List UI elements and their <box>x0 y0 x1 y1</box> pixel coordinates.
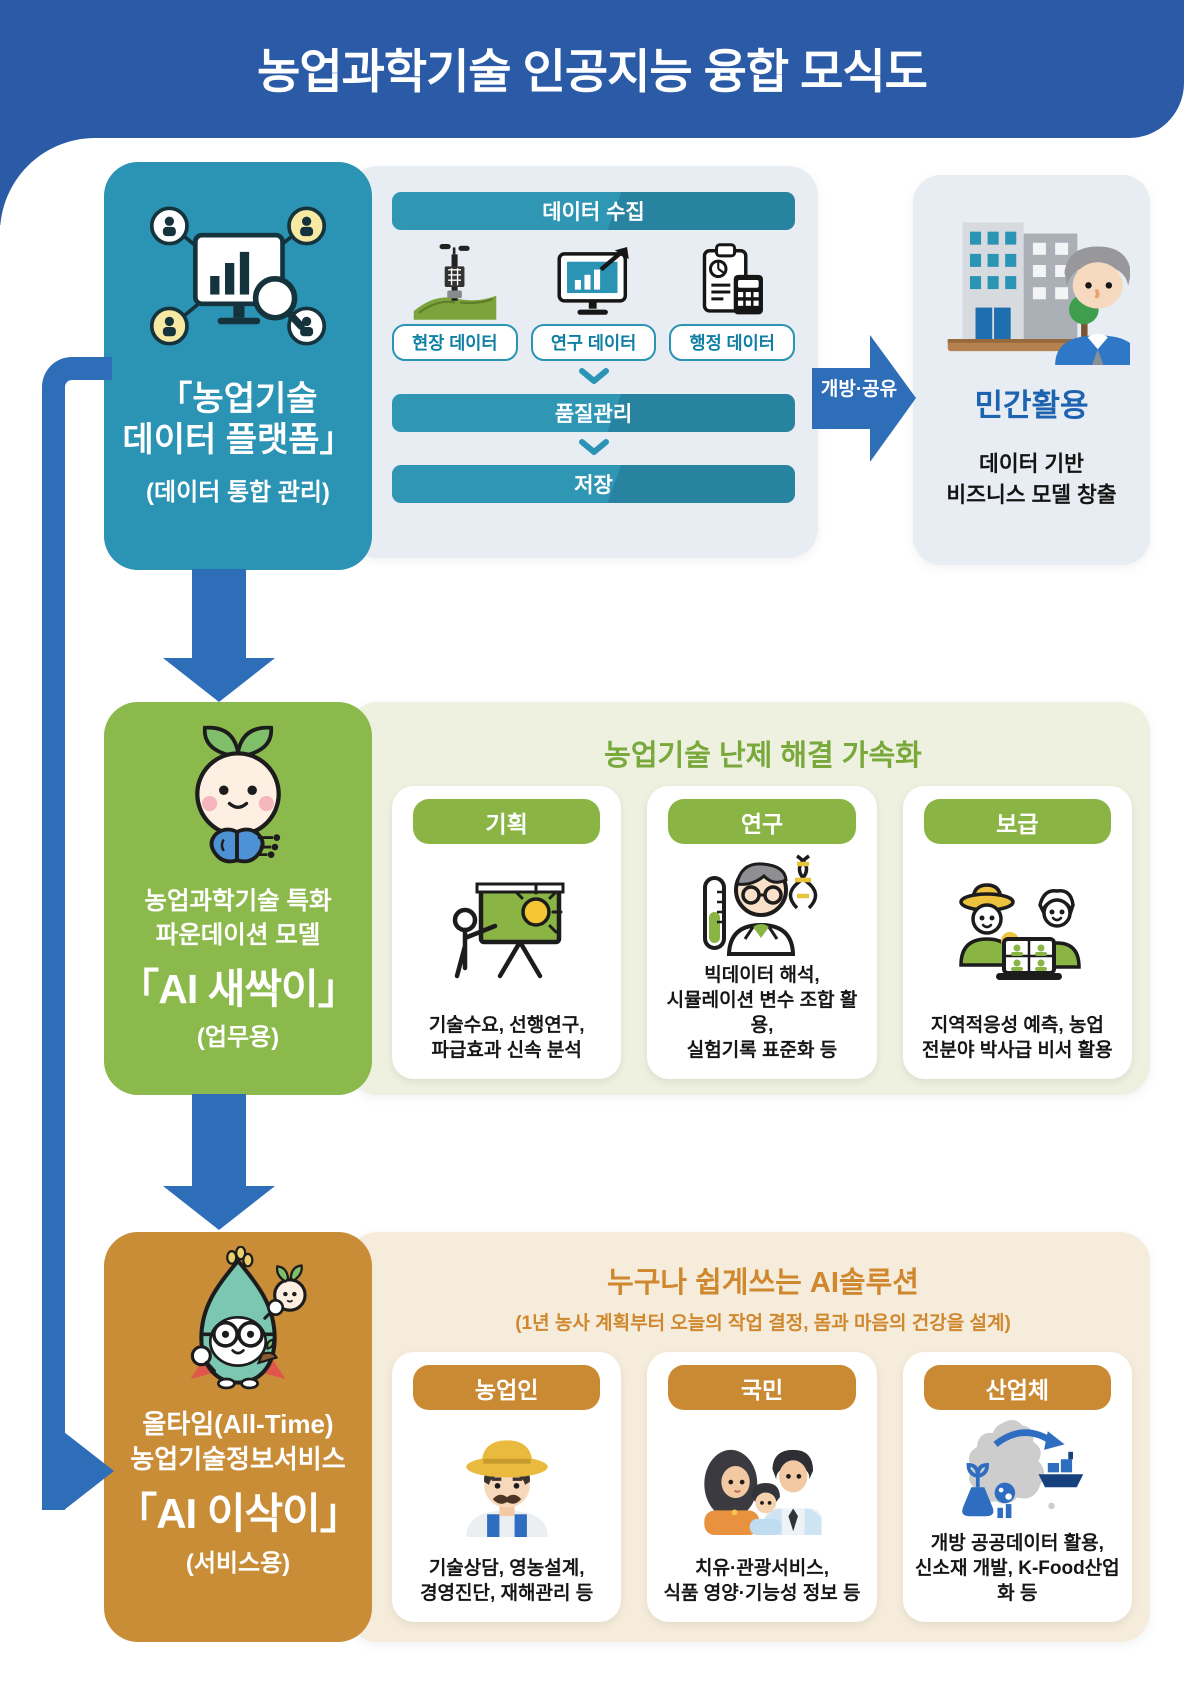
ai-saessagi-box: 농업과학기술 특화 파운데이션 모델 「AI 새싹이」 (업무용) <box>104 702 372 1095</box>
chevron-down-icon <box>392 368 795 388</box>
private-use-description: 데이터 기반 비즈니스 모델 창출 <box>946 452 1117 507</box>
card-text: 빅데이터 해석, 시뮬레이션 변수 조합 활용, 실험기록 표준화 등 <box>666 964 858 1061</box>
saessagi-box-name: 「AI 새싹이」 <box>118 965 359 1012</box>
saessagi-panel-title: 농업기술 난제 해결 가속화 <box>604 740 922 772</box>
card-header: 농업인 <box>413 1365 601 1410</box>
research-monitor-icon <box>550 238 638 320</box>
presentation-icon <box>447 844 567 1013</box>
share-arrow-icon <box>812 335 916 462</box>
data-platform-box: 「농업기술 데이터 플랫폼」 (데이터 통합 관리) <box>104 162 372 570</box>
field-sensor-icon <box>412 238 498 320</box>
isagi-panel: 누구나 쉽게쓰는 AI솔루션 (1년 농사 계획부터 오늘의 작업 결정, 몸과… <box>348 1232 1150 1642</box>
title-banner: 농업과학기술 인공지능 융합 모식도 <box>0 0 1184 138</box>
building-person-icon <box>934 215 1140 370</box>
platform-subtitle: (데이터 통합 관리) <box>146 478 330 506</box>
saessagi-panel: 농업기술 난제 해결 가속화 기획 기술수요, 선행연구, 파급효과 신속 분석 <box>348 702 1150 1095</box>
flow-step-quality: 품질관리 <box>392 394 795 432</box>
alltime-mascot-icon <box>162 1245 314 1399</box>
saessagi-box-usage: (업무용) <box>196 1023 280 1051</box>
card-farmer: 농업인 <box>392 1352 622 1622</box>
data-source-label: 연구 데이터 <box>530 324 657 361</box>
card-header: 연구 <box>668 799 856 844</box>
card-industry: 산업체 <box>902 1352 1132 1622</box>
data-source-label: 행정 데이터 <box>669 324 796 361</box>
isagi-box-usage: (서비스용) <box>185 1549 291 1577</box>
connector-elbow <box>42 357 112 1510</box>
family-icon <box>691 1410 833 1556</box>
advisory-icon <box>947 844 1087 1013</box>
page-title: 농업과학기술 인공지능 융합 모식도 <box>257 44 928 98</box>
card-planning: 기획 기술수요, 선행연구, 파급효과 신속 분석 <box>392 786 622 1079</box>
isagi-box-desc: 올타임(All-Time) 농업기술정보서비스 <box>130 1409 346 1475</box>
saessagi-box-desc: 농업과학기술 특화 파운데이션 모델 <box>144 888 332 949</box>
down-arrow-1-icon <box>163 569 275 702</box>
data-source-admin: 행정 데이터 <box>669 238 796 361</box>
data-source-research: 연구 데이터 <box>530 238 657 361</box>
card-text: 기술수요, 선행연구, 파급효과 신속 분석 <box>428 1014 585 1061</box>
platform-title: 「농업기술 데이터 플랫폼」 <box>122 380 354 460</box>
connector-arrowhead-icon <box>64 1432 114 1510</box>
card-header: 산업체 <box>923 1365 1111 1410</box>
data-flow-panel: 데이터 수집 <box>348 166 818 558</box>
data-source-field: 현장 데이터 <box>392 238 518 361</box>
flow-step-collect: 데이터 수집 <box>392 192 795 230</box>
industry-export-icon <box>947 1410 1087 1531</box>
card-public: 국민 <box>647 1352 877 1622</box>
card-header: 기획 <box>413 799 601 844</box>
card-text: 치유·관광서비스, 식품 영양·기능성 정보 등 <box>663 1557 861 1604</box>
admin-docs-icon <box>689 238 775 320</box>
platform-network-icon <box>136 196 340 361</box>
sprout-ai-mascot-icon <box>167 722 309 873</box>
card-text: 기술상담, 영농설계, 경영진단, 재해관리 등 <box>420 1557 594 1604</box>
down-arrow-2-icon <box>163 1094 275 1230</box>
private-use-title: 민간활용 <box>974 388 1089 423</box>
share-arrow-label: 개방·공유 <box>820 379 898 400</box>
isagi-box-name: 「AI 이삭이」 <box>115 1489 362 1537</box>
data-source-label: 현장 데이터 <box>392 324 518 361</box>
farmer-avatar-icon <box>445 1410 569 1556</box>
card-text: 지역적응성 예측, 농업 전분야 박사급 비서 활용 <box>922 1014 1113 1061</box>
isagi-panel-title: 누구나 쉽게쓰는 AI솔루션 <box>607 1267 919 1299</box>
card-text: 개방 공공데이터 활용, 신소재 개발, K-Food산업화 등 <box>914 1532 1120 1604</box>
card-extension: 보급 <box>902 786 1132 1079</box>
scientist-icon <box>697 844 827 963</box>
data-source-row: 현장 데이터 <box>392 238 796 361</box>
chevron-down-icon <box>392 439 795 459</box>
ai-isagi-box: 올타임(All-Time) 농업기술정보서비스 「AI 이삭이」 (서비스용) <box>104 1232 372 1642</box>
flow-step-store: 저장 <box>392 465 795 503</box>
card-header: 보급 <box>923 799 1111 844</box>
private-use-box: 민간활용 데이터 기반 비즈니스 모델 창출 <box>913 175 1150 565</box>
isagi-panel-subtitle: (1년 농사 계획부터 오늘의 작업 결정, 몸과 마음의 건강을 설계) <box>515 1313 1011 1334</box>
card-research: 연구 <box>647 786 877 1079</box>
card-header: 국민 <box>668 1365 856 1410</box>
